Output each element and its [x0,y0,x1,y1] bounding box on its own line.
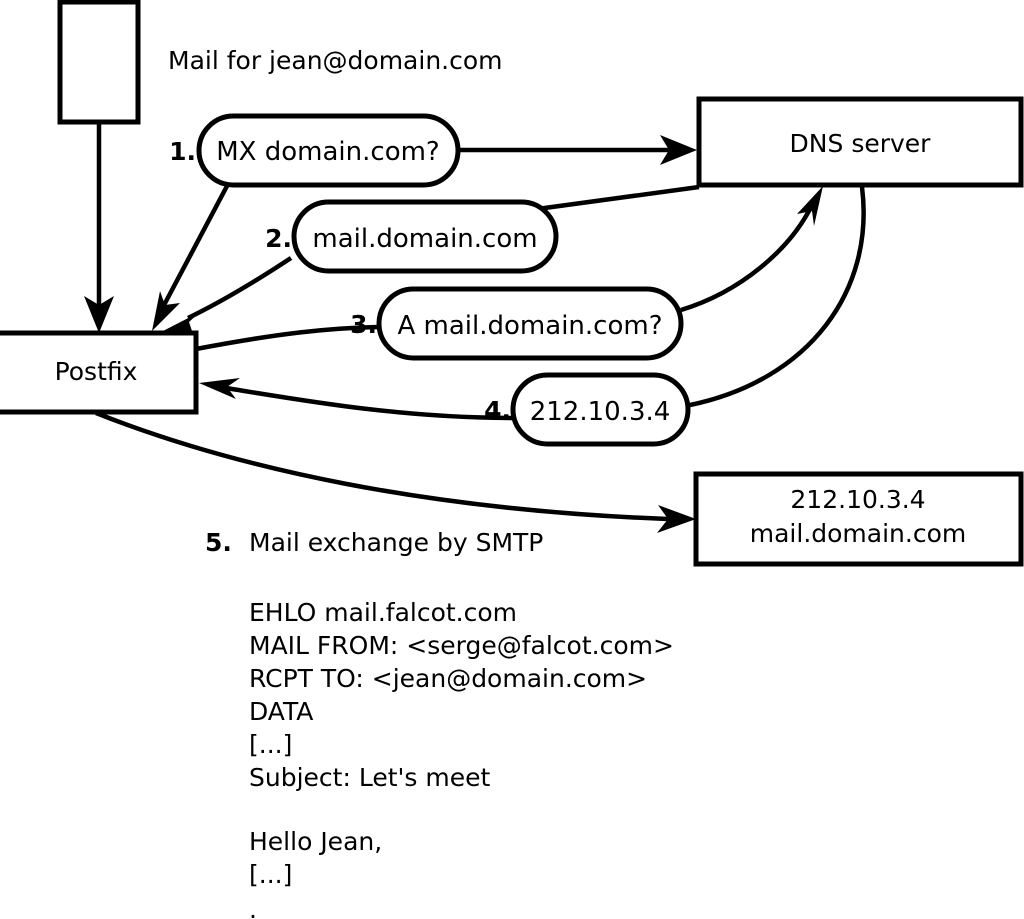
edge-step1-tail-to-postfix [161,184,229,309]
step-3-bubble [376,286,684,361]
edge-postfix-to-mailserver [95,410,669,522]
step-2-bubble [291,199,559,274]
step-5-label: Mail exchange by SMTP [249,528,543,557]
step-1-bubble [196,113,461,188]
smtp-line-4: [...] [249,730,292,759]
step-2-label: mail.domain.com [312,224,537,254]
mail-server-hostname: mail.domain.com [750,519,966,548]
postfix-box [0,330,199,415]
edge-step3-to-dns [680,204,815,313]
edge-postfix-to-step3 [195,324,379,352]
sender-box [57,0,141,125]
step-5-number: 5. [205,528,232,557]
arrowhead-step1-tail-to-postfix [152,291,180,331]
smtp-line-10: . [249,895,257,919]
step-4-bubble [510,372,691,447]
mail-server-ip: 212.10.3.4 [790,485,925,514]
postfix-label: Postfix [55,357,138,386]
step-2-number: 2. [265,224,292,253]
edge-dns-to-step4 [689,186,866,408]
arrowhead-sender-to-postfix [84,296,114,333]
step-4-label: 212.10.3.4 [530,397,671,427]
smtp-line-0: EHLO mail.falcot.com [249,598,517,627]
step-3-number: 3. [350,310,377,339]
dns-server-box [696,96,1024,188]
step-1-number: 1. [169,137,196,166]
mail-for-note: Mail for jean@domain.com [168,46,503,75]
smtp-line-2: RCPT TO: <jean@domain.com> [249,664,647,693]
smtp-line-7: Hello Jean, [249,827,382,856]
arrowhead-postfix-to-mailserver [657,505,696,533]
edge-step4-to-postfix [225,385,513,421]
arrowhead-step4-to-postfix [199,378,240,399]
arrowhead-step2-to-postfix [163,312,200,334]
edge-dns-to-step2 [529,184,700,213]
dns-server-label: DNS server [790,129,932,158]
step-4-number: 4. [484,396,511,425]
smtp-line-8: [...] [249,860,292,889]
arrowhead-step3-to-dns [797,186,823,226]
arrowhead-step1-to-dns [660,135,697,165]
smtp-line-3: DATA [249,697,313,726]
smtp-line-1: MAIL FROM: <serge@falcot.com> [249,631,674,660]
step-1-label: MX domain.com? [216,137,439,167]
edge-step2-to-postfix [187,256,293,321]
step-3-label: A mail.domain.com? [398,311,663,341]
smtp-line-5: Subject: Let's meet [249,763,490,792]
